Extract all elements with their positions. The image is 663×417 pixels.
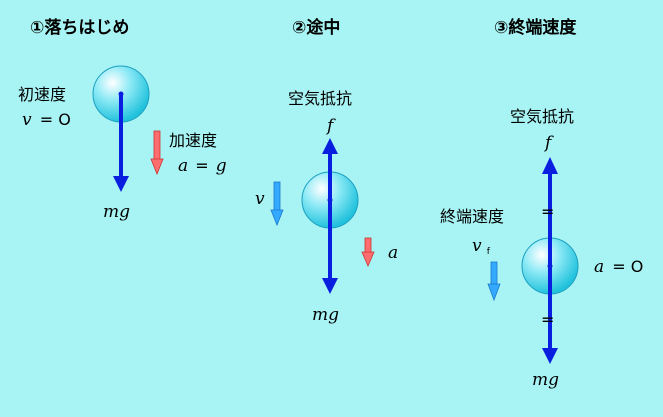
acceleration-label: 加速度	[169, 131, 217, 150]
acceleration-equation-3: a = O	[594, 257, 643, 277]
velocity-arrow-2	[270, 181, 284, 227]
velocity-arrow-3	[487, 261, 501, 302]
acceleration-symbol-2: a	[388, 243, 398, 263]
drag-arrowhead-2	[322, 138, 338, 154]
velocity-symbol: v	[22, 110, 32, 130]
stage-1-falling-start: ①落ちはじめ 初速度 v = O mg 加速度 a = g	[18, 18, 227, 222]
weight-label-3: mg	[532, 370, 559, 390]
gravity-symbol: g	[216, 156, 227, 176]
air-resistance-label-2: 空気抵抗	[288, 89, 352, 108]
gravity-arrowhead-2	[322, 278, 338, 294]
velocity-symbol-2: v	[255, 189, 265, 209]
initial-velocity-equation: v = O	[22, 110, 71, 130]
air-resistance-label-3: 空気抵抗	[510, 107, 574, 126]
ball-center-2	[327, 197, 333, 203]
terminal-velocity-label: 終端速度	[440, 207, 504, 226]
drag-symbol-2: f	[325, 116, 336, 136]
drag-symbol-3: f	[543, 133, 554, 153]
velocity-zero: = O	[40, 110, 71, 129]
stage-1-title: ①落ちはじめ	[30, 18, 129, 38]
acceleration-symbol: a	[178, 156, 188, 176]
initial-velocity-label: 初速度	[18, 85, 66, 104]
acceleration-zero-3: = O	[612, 257, 643, 276]
ball-center-3	[547, 263, 553, 269]
stage-3-title: ③終端速度	[494, 17, 577, 38]
ball-center-1	[118, 91, 124, 97]
equal-length-mark-bottom: =	[541, 310, 554, 329]
gravity-arrowhead-1	[113, 176, 129, 192]
acceleration-arrow-2	[361, 237, 375, 268]
stage-2-midway: ②途中 空気抵抗 f mg v a	[255, 17, 398, 325]
terminal-velocity-v: v	[472, 236, 482, 256]
acceleration-equation: a = g	[178, 156, 227, 176]
stage-3-terminal-velocity: ③終端速度 空気抵抗 f = = mg 終端速度 v f a = O	[440, 17, 643, 390]
acceleration-arrow-1	[150, 130, 164, 176]
equal-length-mark-top: =	[541, 202, 554, 221]
acceleration-symbol-3: a	[594, 257, 604, 277]
acceleration-equals: =	[195, 156, 208, 175]
stage-2-title: ②途中	[292, 17, 340, 38]
weight-label-2: mg	[312, 305, 339, 325]
terminal-velocity-symbol: v f	[472, 236, 491, 257]
terminal-velocity-subscript: f	[487, 247, 491, 257]
drag-arrowhead-3	[542, 157, 558, 174]
weight-label-1: mg	[103, 202, 130, 222]
gravity-arrowhead-3	[542, 348, 558, 364]
